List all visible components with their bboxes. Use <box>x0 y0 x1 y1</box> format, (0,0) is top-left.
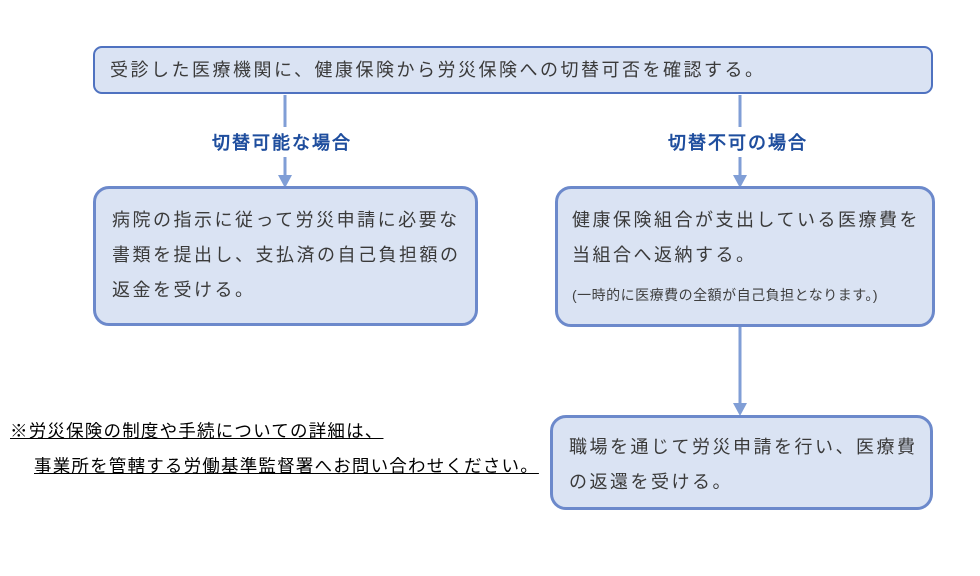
result-line-1: 職場を通じて労災申請を行い、医療費 <box>569 437 918 457</box>
right-process-sub-note: (一時的に医療費の全額が自己負担となります。) <box>572 287 879 303</box>
footnote: ※労災保険の制度や手続についての詳細は、 事業所を管轄する労働基準監督署へお問い… <box>10 420 539 477</box>
right-process-box: 健康保険組合が支出している医療費を 当組合へ返納する。 (一時的に医療費の全額が… <box>555 186 935 327</box>
footnote-line-2: 事業所を管轄する労働基準監督署へお問い合わせください。 <box>34 456 539 476</box>
footnote-line-1: ※労災保険の制度や手続についての詳細は、 <box>10 421 384 441</box>
result-line-2: の返還を受ける。 <box>569 472 733 492</box>
right-process-line-1: 健康保険組合が支出している医療費を <box>572 210 920 230</box>
right-process-line-2: 当組合へ返納する。 <box>572 245 757 265</box>
left-process-line-2: 書類を提出し、支払済の自己負担額の <box>112 245 461 265</box>
left-process-line-3: 返金を受ける。 <box>112 280 256 300</box>
result-box: 職場を通じて労災申請を行い、医療費 の返還を受ける。 <box>550 415 933 510</box>
left-process-box: 病院の指示に従って労災申請に必要な 書類を提出し、支払済の自己負担額の 返金を受… <box>93 186 478 326</box>
left-process-line-1: 病院の指示に従って労災申請に必要な <box>112 210 460 230</box>
confirm-switch-text: 受診した医療機関に、健康保険から労災保険への切替可否を確認する。 <box>110 59 766 80</box>
branch-label-switch-possible: 切替可能な場合 <box>207 127 357 157</box>
confirm-switch-box: 受診した医療機関に、健康保険から労災保険への切替可否を確認する。 <box>93 46 933 94</box>
branch-label-switch-not-possible: 切替不可の場合 <box>663 127 813 157</box>
